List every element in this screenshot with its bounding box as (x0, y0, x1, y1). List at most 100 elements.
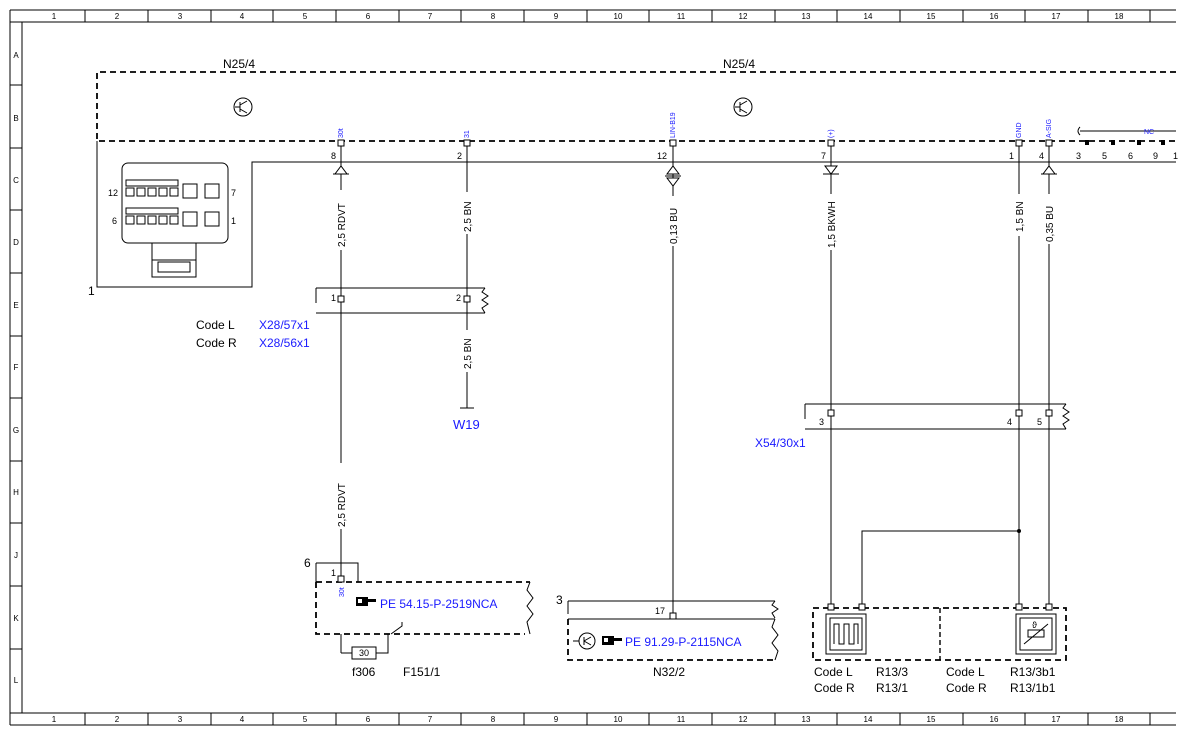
svg-text:2: 2 (457, 151, 462, 161)
f151-1-label: F151/1 (403, 665, 441, 679)
reference-hand-icon (356, 597, 376, 606)
x28-connector: 1 2 Code L X28/57x1 Code R X28/56x1 (196, 287, 489, 350)
x28-pin-2: 2 (456, 293, 461, 303)
column-label: 13 (802, 715, 811, 724)
x54-pin-4: 4 (1007, 417, 1012, 427)
x28-56x1-ref: X28/56x1 (259, 336, 310, 350)
r13-seat-heater: ϑ Code L R13/3 Code R R13/1 Code L R13/3… (812, 603, 1067, 695)
r13-left-code-r: Code R (814, 681, 855, 695)
column-ruler-bottom: 1 2 3 4 5 6 7 8 9 10 11 12 13 14 15 16 1… (52, 713, 1151, 725)
wire-label: 2,5 BN (463, 201, 474, 232)
cavity-label: 6 (112, 216, 117, 226)
wire-pin-1: 1,5 BN (1011, 146, 1027, 607)
r13-1b1-label: R13/1b1 (1010, 681, 1056, 695)
row-label: A (13, 51, 19, 60)
pe-91-29-reference[interactable]: PE 91.29-P-2115NCA (625, 635, 742, 649)
code-l-label: Code L (196, 318, 235, 332)
column-label: 12 (739, 715, 748, 724)
cavity-label: 12 (108, 188, 118, 198)
column-label: 14 (864, 715, 873, 724)
n25-4-label-left: N25/4 (223, 57, 255, 71)
column-label: 2 (115, 12, 120, 21)
row-label: E (13, 301, 18, 310)
motor-icon (573, 632, 596, 650)
svg-text:1: 1 (1173, 151, 1178, 161)
n32-box-ref: 3 (556, 593, 563, 607)
column-label: 13 (802, 12, 811, 21)
wire-label: 0,35 BU (1045, 206, 1056, 242)
row-label: D (13, 238, 19, 247)
code-r-label: Code R (196, 336, 237, 350)
column-label: 9 (554, 715, 559, 724)
x28-pin-1: 1 (331, 293, 336, 303)
pin-12: 12 LIN-B19 (657, 112, 677, 161)
wire-pin-8: 2,5 RDVT 2,5 RDVT (333, 146, 349, 578)
svg-text:A-SIG: A-SIG (1046, 119, 1053, 138)
row-label: L (14, 676, 19, 685)
transistor-icon (233, 97, 253, 117)
column-label: 16 (990, 715, 999, 724)
pin-2: 2 31 (457, 130, 471, 161)
r13-1-label: R13/1 (876, 681, 908, 695)
x54-30x1-ref: X54/30x1 (755, 436, 806, 450)
svg-text:6: 6 (1128, 151, 1133, 161)
column-ruler-top: 1 2 3 4 5 6 7 8 9 10 11 12 13 14 15 16 1… (52, 10, 1151, 22)
column-label: 15 (927, 715, 936, 724)
column-label: 1 (52, 12, 57, 21)
x54-pin-3: 3 (819, 417, 824, 427)
column-label: 8 (491, 715, 496, 724)
row-ruler: A B C D E F G H J K L (10, 51, 22, 685)
wire-label: 2,5 RDVT (337, 483, 348, 527)
row-label: K (13, 614, 19, 623)
svg-text:(+): (+) (828, 129, 835, 138)
svg-text:12: 12 (657, 151, 667, 161)
column-label: 16 (990, 12, 999, 21)
column-label: 8 (491, 12, 496, 21)
x28-57x1-ref: X28/57x1 (259, 318, 310, 332)
wire-pin-4: 0,35 BU (1041, 146, 1057, 607)
n32-pin-17: 17 (655, 606, 665, 616)
row-label: C (13, 176, 19, 185)
row-label: J (14, 551, 18, 560)
column-label: 7 (428, 715, 433, 724)
temperature-sensor-icon: ϑ (1015, 613, 1057, 655)
column-label: 17 (1052, 715, 1061, 724)
column-label: 3 (178, 715, 183, 724)
connector-cavities (125, 179, 220, 227)
f151-pin-signal: 30t (339, 587, 346, 597)
wire-label: 2,5 RDVT (337, 203, 348, 247)
connector-ref-label: 1 (88, 284, 95, 298)
w19-label: W19 (453, 417, 480, 432)
svg-text:LIN-B19: LIN-B19 (670, 112, 677, 138)
row-label: G (13, 426, 19, 435)
wire-label: 2,5 BN (463, 338, 474, 369)
pin-4: 4 A-SIG (1039, 119, 1053, 161)
column-label: 11 (677, 715, 686, 724)
svg-text:9: 9 (1153, 151, 1158, 161)
n25-4-control-unit: N25/4 N25/4 (96, 57, 1176, 142)
column-label: 3 (178, 12, 183, 21)
svg-text:NC: NC (1144, 129, 1154, 136)
svg-text:30: 30 (359, 648, 369, 658)
column-label: 10 (614, 715, 623, 724)
column-label: 4 (240, 12, 245, 21)
wire-pin-7: 1,5 BKWH (823, 146, 839, 607)
wire-pin-2: 2,5 BN 2,5 BN W19 (453, 146, 480, 432)
f151-pin-1: 1 (331, 568, 336, 578)
row-label: F (14, 363, 19, 372)
cavity-label: 7 (231, 188, 236, 198)
column-label: 7 (428, 12, 433, 21)
wire-pin-12: 0,13 BU (665, 146, 681, 614)
r13-right-code-r: Code R (946, 681, 987, 695)
pe-54-15-reference[interactable]: PE 54.15-P-2519NCA (380, 597, 497, 611)
column-label: 17 (1052, 12, 1061, 21)
n32-2-unit: 3 17 PE 91.29-P-2115NCA N32/2 (556, 593, 779, 679)
heater-element-icon (825, 613, 867, 655)
n32-2-label: N32/2 (653, 665, 685, 679)
cavity-label: 1 (231, 216, 236, 226)
svg-text:31: 31 (464, 130, 471, 138)
column-label: 18 (1115, 12, 1124, 21)
column-label: 5 (303, 12, 308, 21)
column-label: 15 (927, 12, 936, 21)
